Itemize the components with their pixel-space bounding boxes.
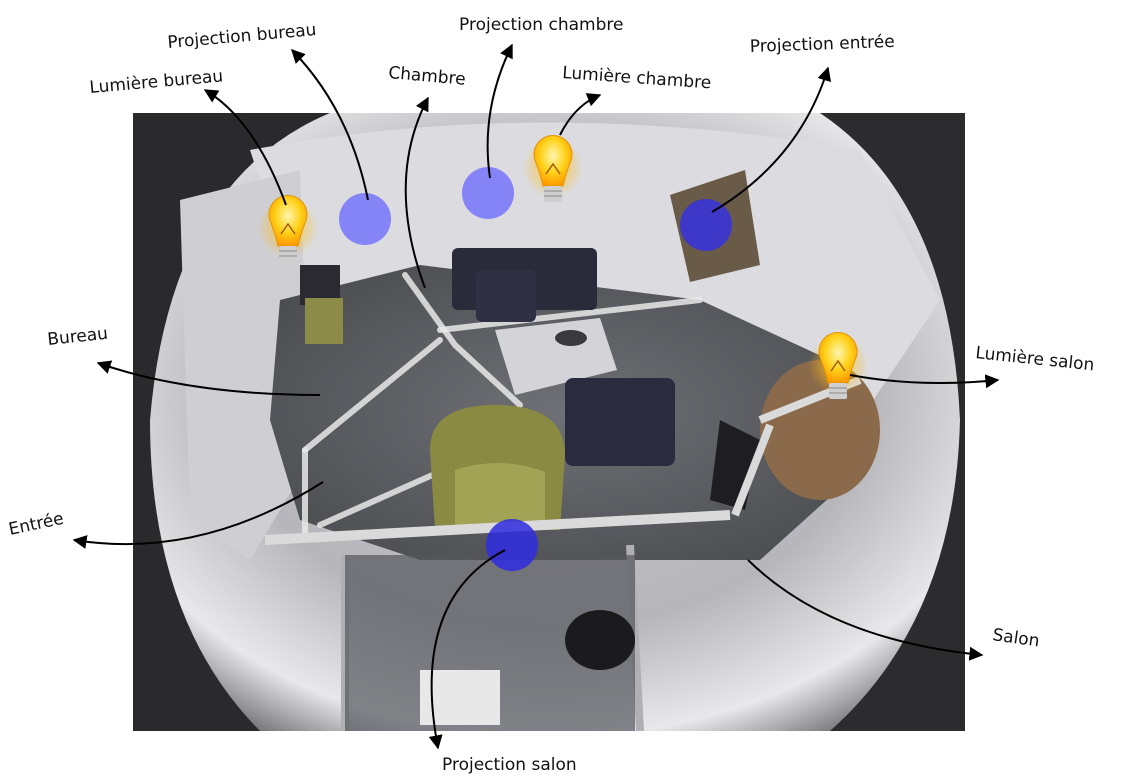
label-bureau: Bureau: [46, 324, 108, 350]
label-entree: Entrée: [7, 509, 66, 540]
projection-spot-icon: [486, 519, 538, 571]
projection-spot-icon: [462, 167, 514, 219]
light-bulb-icon: [258, 195, 318, 262]
label-projection-entree: Projection entrée: [749, 32, 895, 57]
label-projection-bureau: Projection bureau: [167, 20, 317, 53]
light-bulb-icon: [808, 332, 868, 399]
projection-spot-icon: [339, 193, 391, 245]
label-projection-salon: Projection salon: [442, 755, 577, 775]
light-bulb-icon: [523, 135, 583, 202]
label-salon: Salon: [991, 625, 1040, 651]
projection-spot-icon: [680, 199, 732, 251]
label-lumiere-salon: Lumière salon: [974, 343, 1095, 375]
label-chambre: Chambre: [388, 63, 467, 90]
label-lumiere-bureau: Lumière bureau: [89, 66, 224, 98]
room-photo: [133, 113, 965, 731]
label-lumiere-chambre: Lumière chambre: [562, 63, 712, 93]
annotation-arrows: [72, 43, 1000, 750]
label-projection-chambre: Projection chambre: [459, 15, 623, 35]
